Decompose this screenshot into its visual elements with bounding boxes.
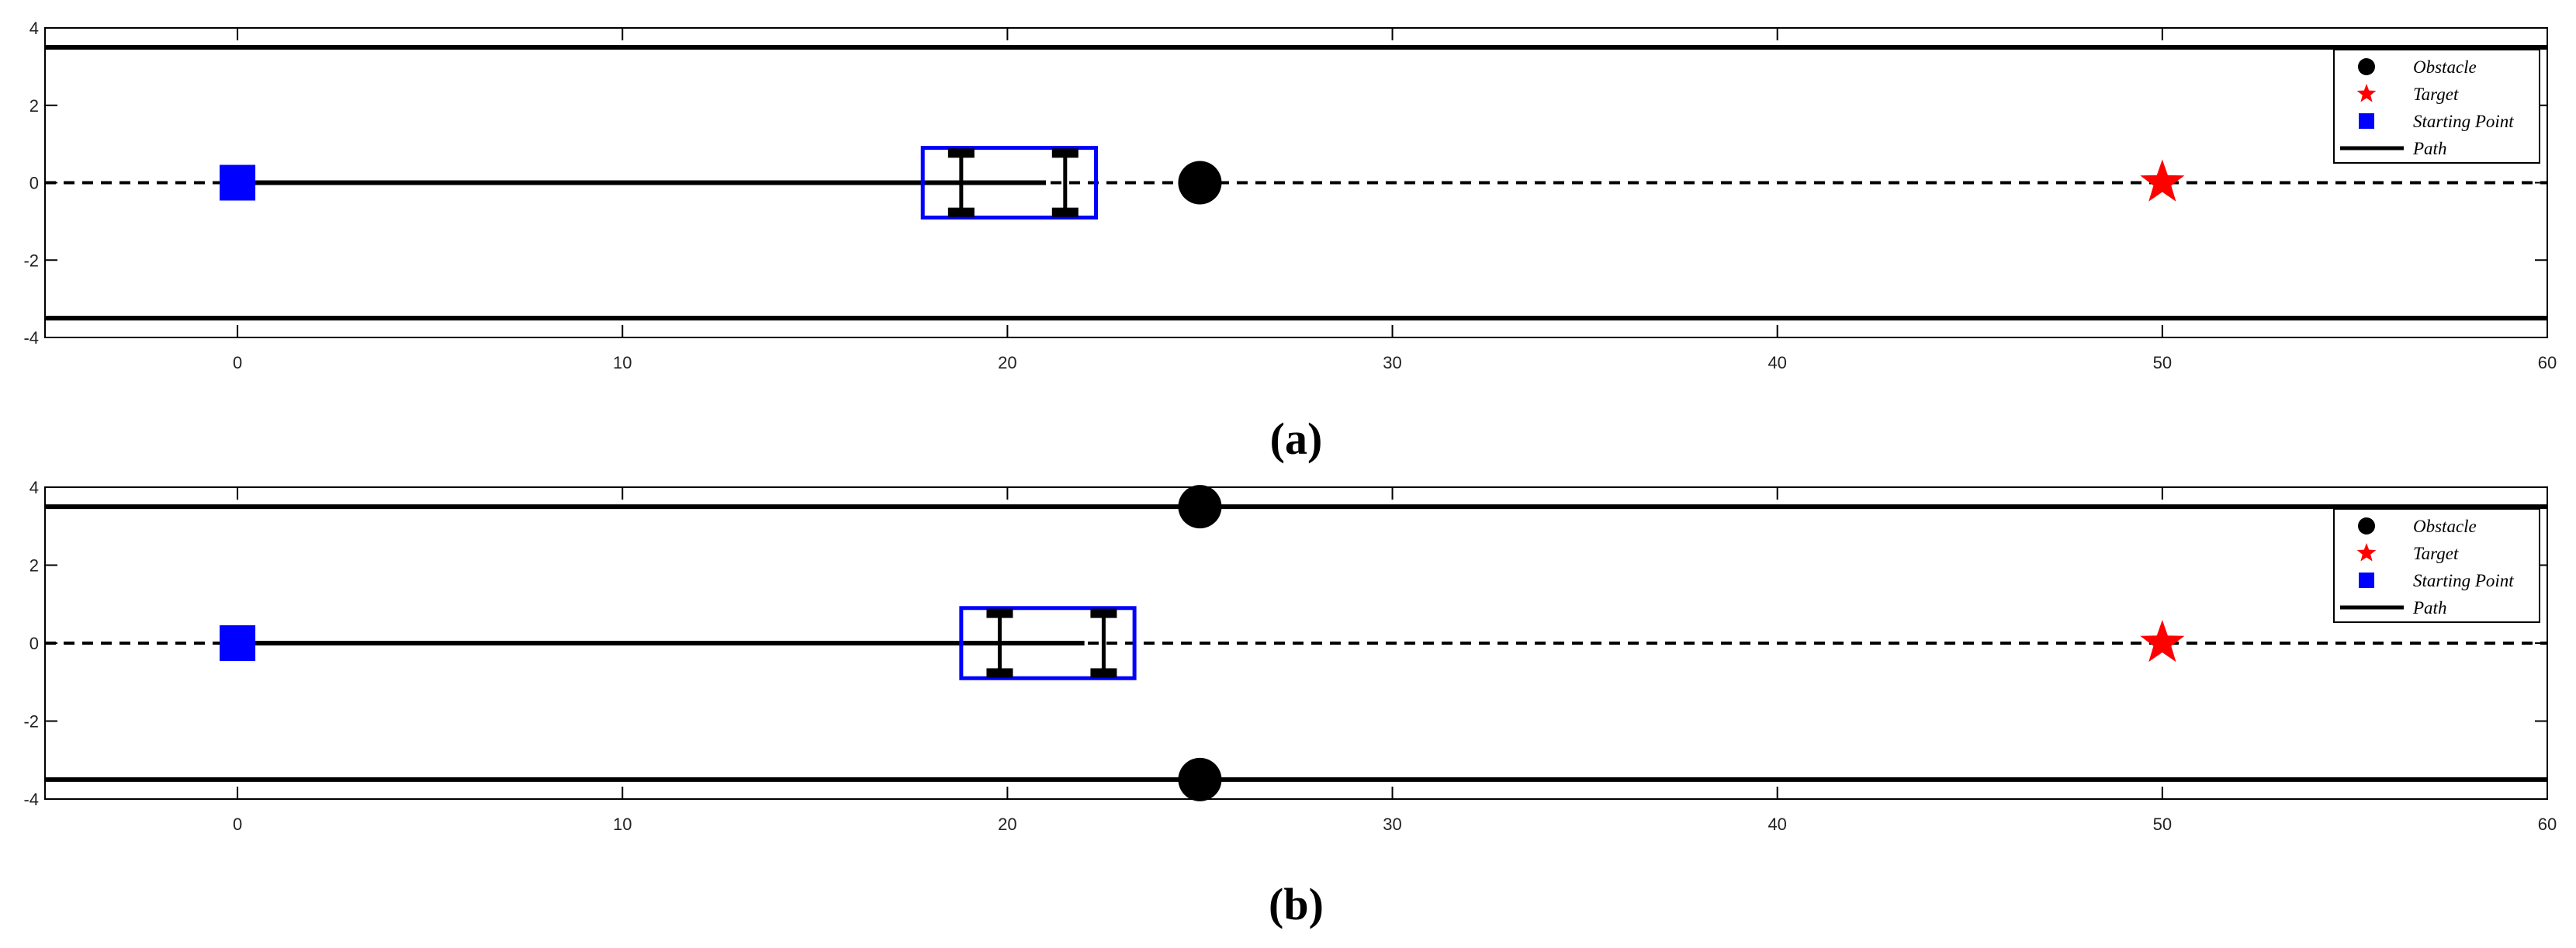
x-tick-label: 40 [1768, 353, 1786, 372]
legend-label: Path [2412, 139, 2446, 158]
legend-label: Target [2413, 85, 2459, 104]
x-tick-label: 10 [613, 353, 632, 372]
y-tick-label: 0 [29, 174, 39, 193]
vehicle-wheel [1051, 207, 1079, 217]
y-tick-label: -4 [23, 328, 39, 348]
legend-label: Obstacle [2413, 517, 2477, 536]
x-tick-label: 40 [1768, 815, 1786, 834]
starting-point-marker [220, 164, 256, 201]
legend-target-icon [2356, 543, 2377, 562]
y-tick-label: 2 [29, 556, 39, 576]
x-tick-label: 60 [2538, 353, 2557, 372]
legend-label: Target [2413, 544, 2459, 563]
legend-target-icon [2356, 84, 2377, 102]
vehicle-wheel [1090, 608, 1117, 618]
y-tick-label: -2 [23, 251, 39, 270]
obstacle-marker [1178, 485, 1222, 529]
y-tick-label: 4 [29, 19, 39, 38]
x-tick-label: 20 [998, 815, 1016, 834]
legend-start-icon [2359, 573, 2374, 588]
obstacle-marker [1178, 757, 1222, 801]
vehicle-body [959, 606, 1137, 680]
vehicle [959, 606, 1137, 680]
y-tick-label: -4 [23, 790, 39, 809]
x-tick-label: 30 [1383, 353, 1401, 372]
target-marker [2140, 620, 2185, 663]
x-tick-label: 30 [1383, 815, 1401, 834]
legend-obstacle-icon [2358, 58, 2375, 75]
x-tick-label: 0 [233, 353, 242, 372]
legend-label: Obstacle [2413, 57, 2477, 77]
y-tick-label: 2 [29, 96, 39, 116]
target-marker [2140, 159, 2185, 202]
y-tick-label: -2 [23, 712, 39, 732]
x-tick-label: 20 [998, 353, 1016, 372]
legend-label: Path [2412, 598, 2446, 618]
vehicle-wheel [1051, 148, 1079, 158]
x-tick-label: 0 [233, 815, 242, 834]
panel-caption: (a) [1270, 413, 1323, 464]
panel-caption: (b) [1269, 879, 1324, 929]
vehicle-wheel [947, 148, 975, 158]
obstacle-marker [1178, 161, 1222, 205]
vehicle [920, 146, 1098, 220]
y-tick-label: 4 [29, 478, 39, 497]
x-tick-label: 50 [2153, 815, 2172, 834]
vehicle-wheel [986, 608, 1013, 618]
vehicle-wheel [947, 207, 975, 217]
y-tick-label: 0 [29, 634, 39, 653]
x-tick-label: 50 [2153, 353, 2172, 372]
x-tick-label: 10 [613, 815, 632, 834]
starting-point-marker [220, 625, 256, 661]
x-tick-label: 60 [2538, 815, 2557, 834]
legend-obstacle-icon [2358, 517, 2375, 535]
legend-label: Starting Point [2413, 571, 2514, 590]
legend-label: Starting Point [2413, 112, 2514, 131]
legend-start-icon [2359, 113, 2374, 129]
vehicle-wheel [1090, 668, 1117, 678]
vehicle-wheel [986, 668, 1013, 678]
vehicle-body [920, 146, 1098, 220]
